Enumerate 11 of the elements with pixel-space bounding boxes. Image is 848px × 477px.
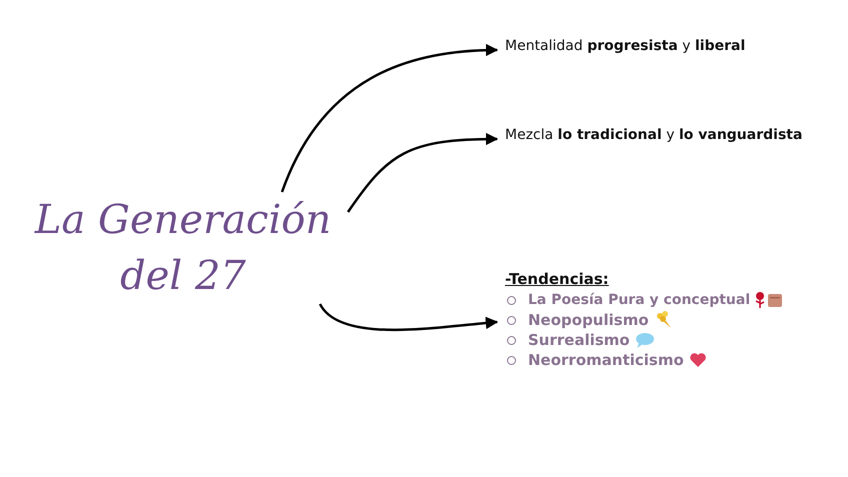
curved-arrow [319, 303, 498, 332]
curved-arrow [346, 132, 498, 213]
list-item: Surrealismo [528, 330, 630, 350]
list-item: Neopopulismo [528, 310, 649, 330]
curved-arrow [280, 44, 498, 192]
list-heading: -Tendencias: [505, 270, 610, 288]
list-item: La Poesía Pura y conceptual [528, 291, 750, 310]
title-text: La Generación del 27 [18, 192, 348, 312]
statement-text: Mezcla lo tradicional y lo vanguardista [505, 127, 825, 151]
list-item: Neorromanticismo [528, 350, 684, 370]
statement-text: Mentalidad progresista y liberal [505, 38, 805, 62]
